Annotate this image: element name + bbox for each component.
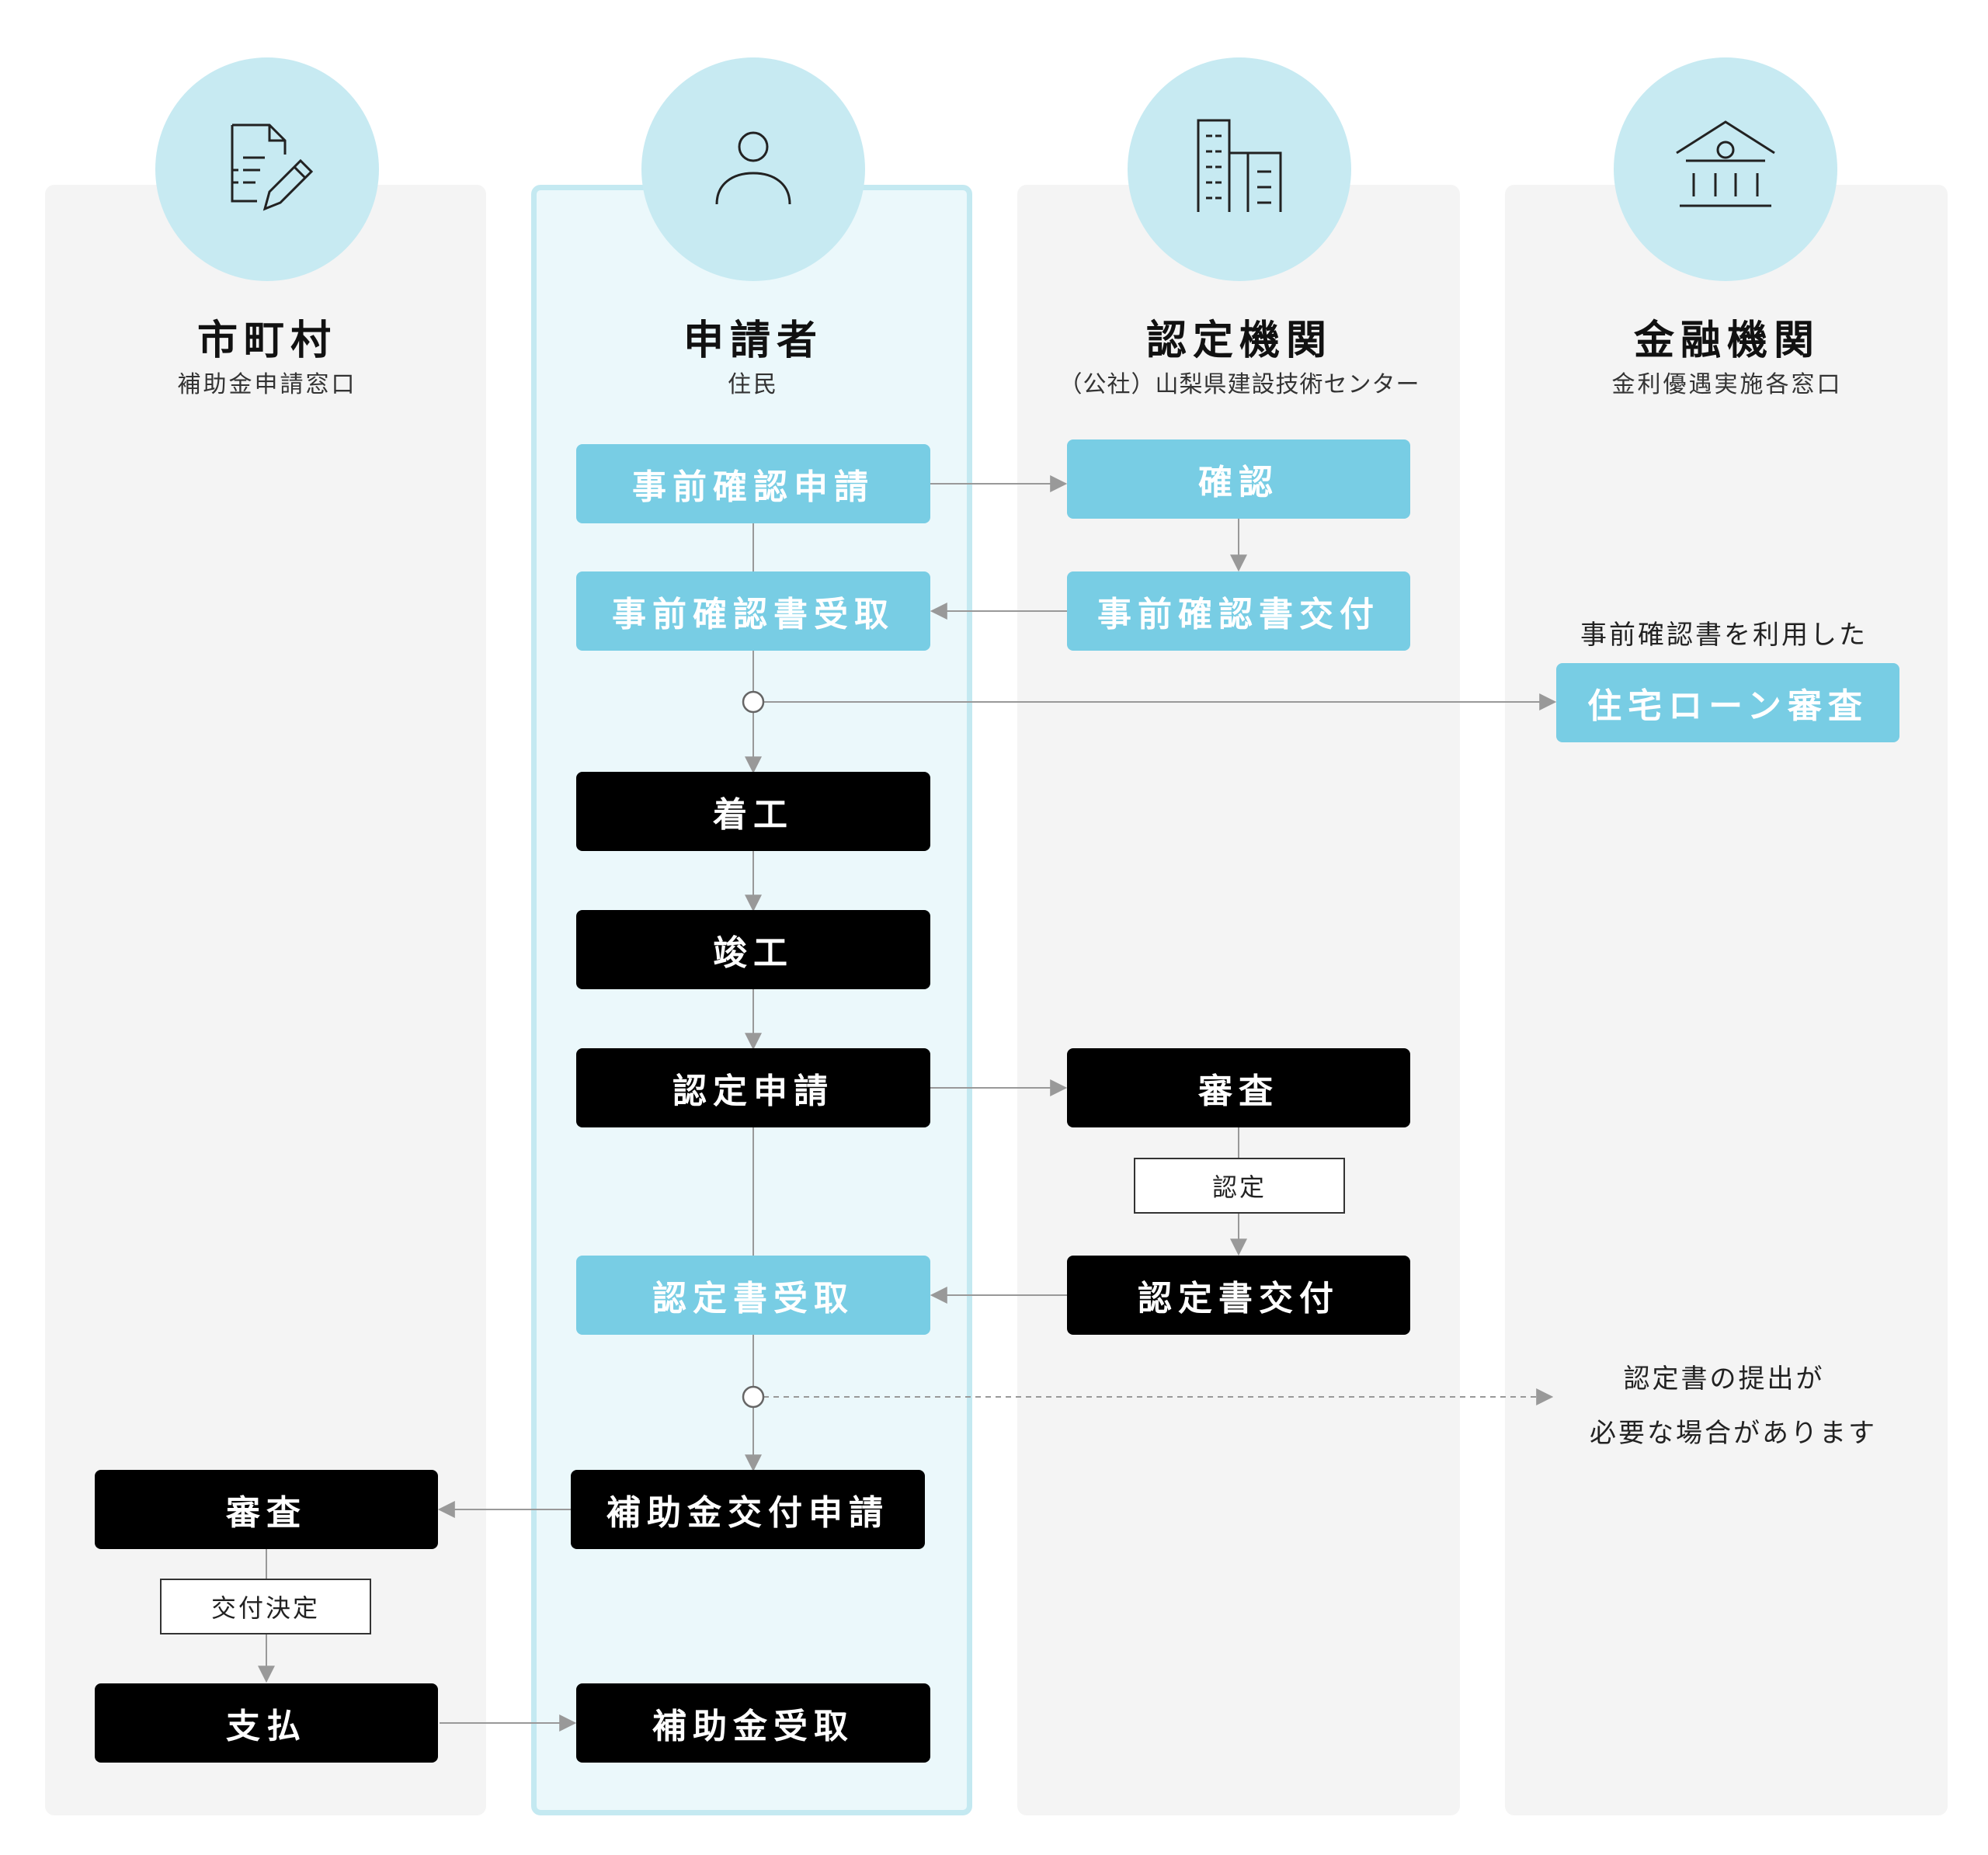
step-cert-issue: 認定書交付 [1067, 1256, 1410, 1335]
lane-title-financial-institution: 金融機関 [1633, 318, 1820, 364]
note-cert-line1: 認定書の提出が [1623, 1363, 1825, 1395]
person-icon [695, 109, 812, 229]
step-pre-confirm-receive: 事前確認書受取 [576, 571, 930, 651]
document-edit-icon [209, 109, 325, 229]
lane-title-municipality: 市町村 [196, 318, 337, 364]
note-cert-line2: 必要な場合があります [1590, 1418, 1877, 1449]
step-subsidy-receive: 補助金受取 [576, 1683, 930, 1763]
lane-financial-institution [1505, 185, 1948, 1815]
step-housing-loan-review: 住宅ローン審査 [1556, 663, 1899, 742]
step-construction-start: 着工 [576, 772, 930, 851]
step-construction-complete: 竣工 [576, 910, 930, 989]
lane-subtitle-applicant: 住民 [728, 371, 779, 398]
lane-subtitle-certification-body: （公社）山梨県建設技術センター [1058, 371, 1420, 398]
bank-icon [1667, 109, 1784, 229]
municipality-icon-circle [155, 57, 379, 281]
step-pre-confirm-apply: 事前確認申請 [576, 444, 930, 523]
lane-title-applicant: 申請者 [683, 318, 823, 364]
step-cert-receive: 認定書受取 [576, 1256, 930, 1335]
step-review-city: 審査 [95, 1470, 438, 1549]
step-payment: 支払 [95, 1683, 438, 1763]
lane-title-certification-body: 認定機関 [1145, 318, 1333, 364]
step-subsidy-apply: 補助金交付申請 [571, 1470, 925, 1549]
tag-grant-decision: 交付決定 [160, 1579, 371, 1634]
tag-certified: 認定 [1134, 1158, 1345, 1214]
step-cert-apply: 認定申請 [576, 1048, 930, 1127]
lane-subtitle-financial-institution: 金利優遇実施各窓口 [1611, 371, 1843, 398]
applicant-icon-circle [641, 57, 865, 281]
certification-icon-circle [1128, 57, 1351, 281]
lane-subtitle-municipality: 補助金申請窓口 [177, 371, 357, 398]
branch-node-2 [742, 1385, 765, 1409]
step-confirm: 確認 [1067, 439, 1410, 519]
building-icon [1181, 109, 1298, 229]
step-pre-confirm-issue: 事前確認書交付 [1067, 571, 1410, 651]
step-review-center: 審査 [1067, 1048, 1410, 1127]
branch-node-1 [742, 690, 765, 714]
bank-icon-circle [1614, 57, 1837, 281]
note-loan: 事前確認書を利用した [1580, 620, 1868, 651]
